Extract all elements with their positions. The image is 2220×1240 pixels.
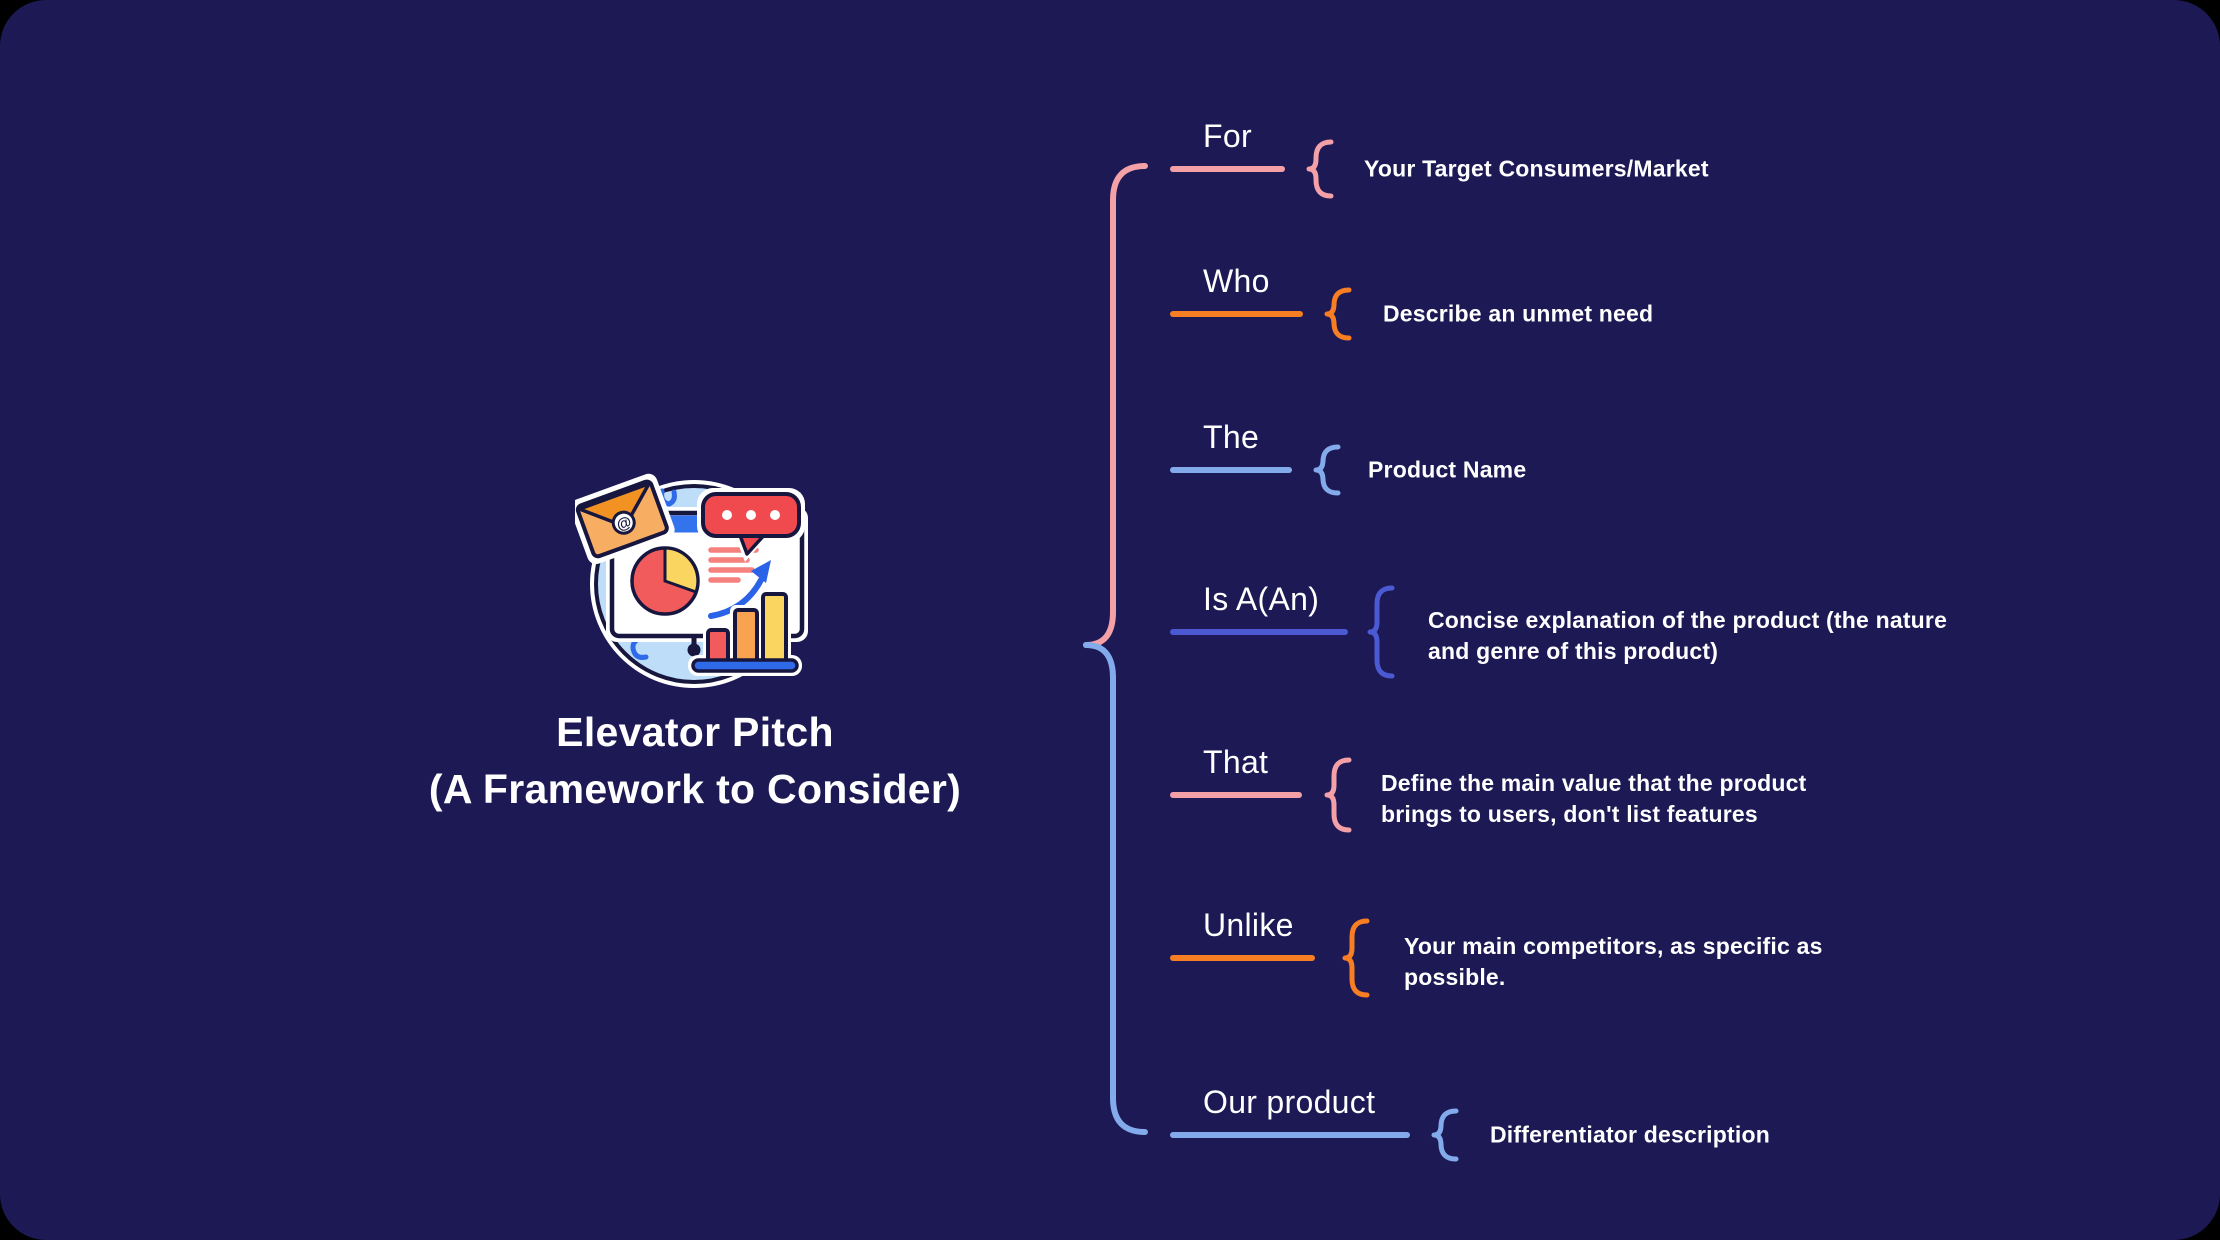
- branch-line: [1170, 955, 1315, 961]
- branch-description: Concise explanation of the product (the …: [1428, 607, 1948, 664]
- envelope-icon: @: [575, 473, 675, 565]
- branch-line: [1170, 166, 1285, 172]
- branch-label: For: [1203, 118, 1252, 154]
- branch-label: Our product: [1203, 1084, 1376, 1120]
- diagram-title: Elevator Pitch (A Framework to Consider): [345, 704, 1045, 818]
- bar-chart-icon: [688, 589, 802, 676]
- branch-label: That: [1203, 744, 1269, 780]
- branch-label: Unlike: [1203, 907, 1294, 943]
- brace-icon: [1324, 287, 1352, 341]
- branch-line: [1170, 629, 1348, 635]
- brace-icon: [1342, 918, 1370, 998]
- brace-icon: [1324, 757, 1352, 833]
- main-brace-top-half: [1083, 163, 1148, 648]
- brace-icon: [1431, 1108, 1459, 1162]
- branch-description: Your main competitors, as specific as po…: [1404, 933, 1823, 990]
- easel-stand-icon: [687, 634, 701, 657]
- branch-description: Differentiator description: [1490, 1121, 1770, 1148]
- branch-label: The: [1203, 419, 1260, 455]
- title-line-1: Elevator Pitch: [556, 709, 834, 755]
- growth-arrow-icon: [708, 560, 771, 619]
- branch-line: [1170, 792, 1302, 798]
- branch-description: Product Name: [1368, 456, 1527, 483]
- branch-label: Who: [1203, 263, 1270, 299]
- brace-icon: [1313, 444, 1341, 496]
- branch-description: Describe an unmet need: [1383, 300, 1654, 327]
- title-line-2: (A Framework to Consider): [428, 766, 962, 812]
- branch-line: [1170, 467, 1292, 473]
- at-symbol: @: [614, 513, 634, 534]
- brace-icon: [1306, 139, 1334, 199]
- speech-bubble-icon: [697, 488, 805, 562]
- presentation-illustration: @: [575, 473, 808, 688]
- branch-line: [1170, 311, 1303, 317]
- brace-icon: [1367, 585, 1395, 679]
- branch-description: Your Target Consumers/Market: [1364, 155, 1709, 182]
- main-brace-bottom-half: [1083, 642, 1148, 1135]
- pie-chart-icon: [630, 546, 700, 616]
- branch-label: Is A(An): [1203, 581, 1320, 617]
- branch-description: Define the main value that the product b…: [1381, 770, 1807, 827]
- branch-line: [1170, 1132, 1410, 1138]
